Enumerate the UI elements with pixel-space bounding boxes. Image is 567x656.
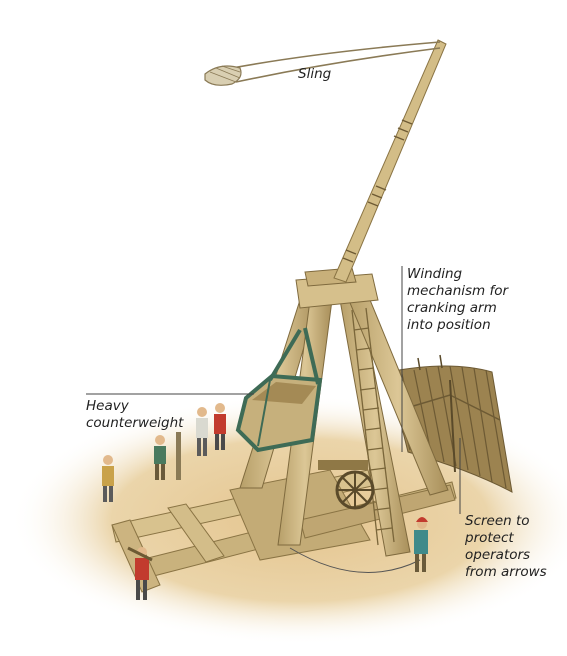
- label-screen: Screen to protect operators from arrows: [465, 513, 547, 580]
- sling: [204, 41, 441, 86]
- throwing-arm: [333, 39, 447, 283]
- leader-lines: [86, 266, 461, 514]
- winding-wheel: [289, 460, 421, 573]
- figure-left: [102, 455, 114, 502]
- label-sling: Sling: [298, 66, 332, 82]
- figure-group: [154, 403, 226, 480]
- figure-right: [414, 517, 428, 572]
- ladder: [351, 307, 395, 546]
- label-winding-mechanism: Winding mechanism for cranking arm into …: [407, 266, 509, 333]
- figure-front: [127, 546, 153, 600]
- counterweight: [235, 327, 323, 453]
- label-counterweight: Heavy counterweight: [86, 398, 184, 431]
